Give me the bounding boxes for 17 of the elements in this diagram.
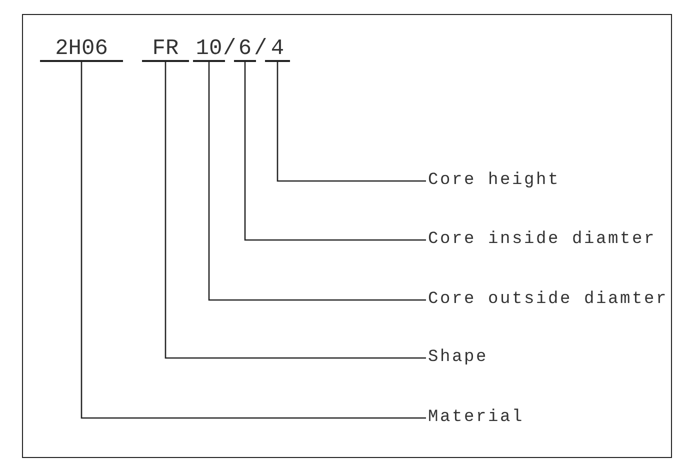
code-segment: 10 xyxy=(193,38,225,62)
leader-line xyxy=(164,62,426,359)
field-label: Shape xyxy=(428,348,488,368)
field-label: Core height xyxy=(428,171,560,191)
field-label: Material xyxy=(428,408,524,428)
leader-line xyxy=(80,62,426,419)
code-segment: 2H06 xyxy=(40,38,123,62)
separator-slash: / xyxy=(223,38,236,60)
field-label: Core outside diamter xyxy=(428,290,668,310)
leader-line xyxy=(276,62,426,182)
code-segment: 4 xyxy=(265,38,290,62)
code-segment: 6 xyxy=(234,38,256,62)
field-label: Core inside diamter xyxy=(428,230,656,250)
leader-line xyxy=(208,62,426,301)
separator-slash: / xyxy=(254,38,268,60)
leader-line xyxy=(244,62,426,241)
code-segment: FR xyxy=(142,38,189,62)
